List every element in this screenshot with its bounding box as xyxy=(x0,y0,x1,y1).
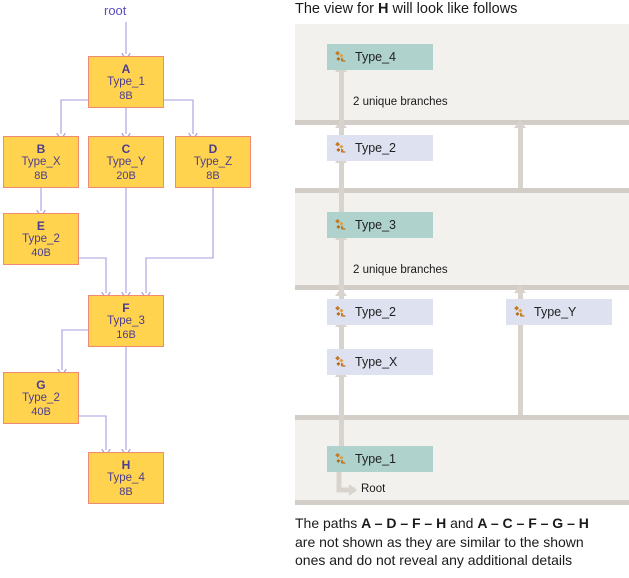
connector-line-branch xyxy=(518,125,523,188)
band-separator xyxy=(295,500,629,505)
graph-node-id: D xyxy=(208,142,218,156)
graph-root-label: root xyxy=(104,3,127,18)
graph-node-type: Type_2 xyxy=(22,392,60,405)
type-node-icon xyxy=(335,452,346,464)
graph-node-type: Type_1 xyxy=(107,76,145,89)
view-node-label: Type_1 xyxy=(355,452,397,466)
band-separator xyxy=(295,188,629,193)
band-separator xyxy=(295,120,629,125)
graph-node-size: 40B xyxy=(31,246,51,259)
view-node-label: Type_3 xyxy=(355,218,397,232)
graph-node-id: H xyxy=(121,458,131,472)
view-panel-title: The view for H will look like follows xyxy=(295,1,517,17)
band-separator xyxy=(295,285,629,290)
graph-node-type: Type_Y xyxy=(106,156,146,169)
band-separator xyxy=(295,415,629,420)
view-node-label: Type_Y xyxy=(534,305,577,319)
type-node-icon xyxy=(335,50,346,62)
type-node-icon xyxy=(335,218,346,230)
stack-view: Root Type_4 Type_2 xyxy=(295,24,629,505)
view-node-label: Type_2 xyxy=(355,141,397,155)
figure-caption: The paths A – D – F – H and A – C – F – … xyxy=(295,514,629,570)
caption-path-1: A – D – F – H xyxy=(361,515,447,531)
connector-line xyxy=(339,325,344,355)
graph-node-id: B xyxy=(36,142,46,156)
graph-node[interactable]: E Type_2 40B xyxy=(3,213,79,265)
caption-conjunction: and xyxy=(446,515,478,531)
graph-node[interactable]: D Type_Z 8B xyxy=(175,136,251,188)
view-node-label: Type_4 xyxy=(355,50,397,64)
root-hook-label: Root xyxy=(361,483,386,495)
graph-node-type: Type_X xyxy=(21,156,61,169)
graph-node[interactable]: B Type_X 8B xyxy=(3,136,79,188)
view-panel: The view for H will look like follows xyxy=(290,0,629,578)
dependency-graph-panel: root xyxy=(0,0,290,578)
graph-node-size: 20B xyxy=(116,169,136,182)
branch-count-note: 2 unique branches xyxy=(353,264,448,276)
root-hook-arrow xyxy=(336,468,357,496)
view-node-label: Type_2 xyxy=(355,305,397,319)
view-node[interactable]: Type_X xyxy=(327,349,433,375)
view-node[interactable]: Type_2 xyxy=(327,135,433,161)
caption-path-2: A – C – F – G – H xyxy=(477,515,589,531)
graph-node-type: Type_4 xyxy=(107,472,145,485)
view-title-suffix: will look like follows xyxy=(388,1,518,17)
graph-node-id: E xyxy=(36,219,46,233)
view-title-highlight: H xyxy=(378,1,389,17)
graph-node-size: 16B xyxy=(116,328,136,341)
graph-node-size: 8B xyxy=(34,169,48,182)
graph-node-type: Type_2 xyxy=(22,233,60,246)
graph-node-id: C xyxy=(121,142,131,156)
connector-line xyxy=(339,238,344,305)
view-node[interactable]: Type_Y xyxy=(506,299,612,325)
graph-node-size: 8B xyxy=(206,169,220,182)
graph-edges xyxy=(0,22,214,578)
view-node[interactable]: Type_1 xyxy=(327,446,433,472)
arrowhead-icon xyxy=(514,120,526,128)
band-shaded-middle xyxy=(295,193,629,285)
graph-node-id: G xyxy=(36,378,46,392)
graph-node[interactable]: C Type_Y 20B xyxy=(88,136,164,188)
graph-node-size: 8B xyxy=(119,89,133,102)
connector-line xyxy=(339,161,344,226)
graph-node[interactable]: G Type_2 40B xyxy=(3,372,79,424)
type-node-icon xyxy=(335,355,346,367)
connector-line xyxy=(339,70,344,126)
graph-node-type: Type_3 xyxy=(107,315,145,328)
graph-node[interactable]: F Type_3 16B xyxy=(88,295,164,347)
band-shaded-top xyxy=(295,24,629,120)
type-node-icon xyxy=(335,141,346,153)
caption-line-3: ones and do not reveal any additional de… xyxy=(295,552,573,569)
arrowhead-icon xyxy=(335,288,347,296)
view-node[interactable]: Type_4 xyxy=(327,44,433,70)
type-node-icon xyxy=(335,305,346,317)
view-node[interactable]: Type_2 xyxy=(327,299,433,325)
graph-node-size: 8B xyxy=(119,485,133,498)
view-title-prefix: The view for xyxy=(295,1,378,17)
graph-node-id: F xyxy=(122,301,130,315)
caption-line-2: are not shown as they are similar to the… xyxy=(295,533,584,550)
graph-node[interactable]: A Type_1 8B xyxy=(88,56,164,108)
arrowhead-icon xyxy=(514,285,526,293)
graph-node-type: Type_Z xyxy=(193,156,233,169)
connector-line xyxy=(339,375,344,453)
view-node-label: Type_X xyxy=(355,355,398,369)
graph-node-id: A xyxy=(121,62,131,76)
arrowhead-icon xyxy=(335,120,347,128)
connector-line-branch xyxy=(518,290,523,415)
caption-prefix: The paths xyxy=(295,515,362,531)
branch-count-note: 2 unique branches xyxy=(353,96,448,108)
view-node[interactable]: Type_3 xyxy=(327,212,433,238)
type-node-icon xyxy=(514,305,525,317)
graph-node[interactable]: H Type_4 8B xyxy=(88,452,164,504)
graph-node-size: 40B xyxy=(31,405,51,418)
